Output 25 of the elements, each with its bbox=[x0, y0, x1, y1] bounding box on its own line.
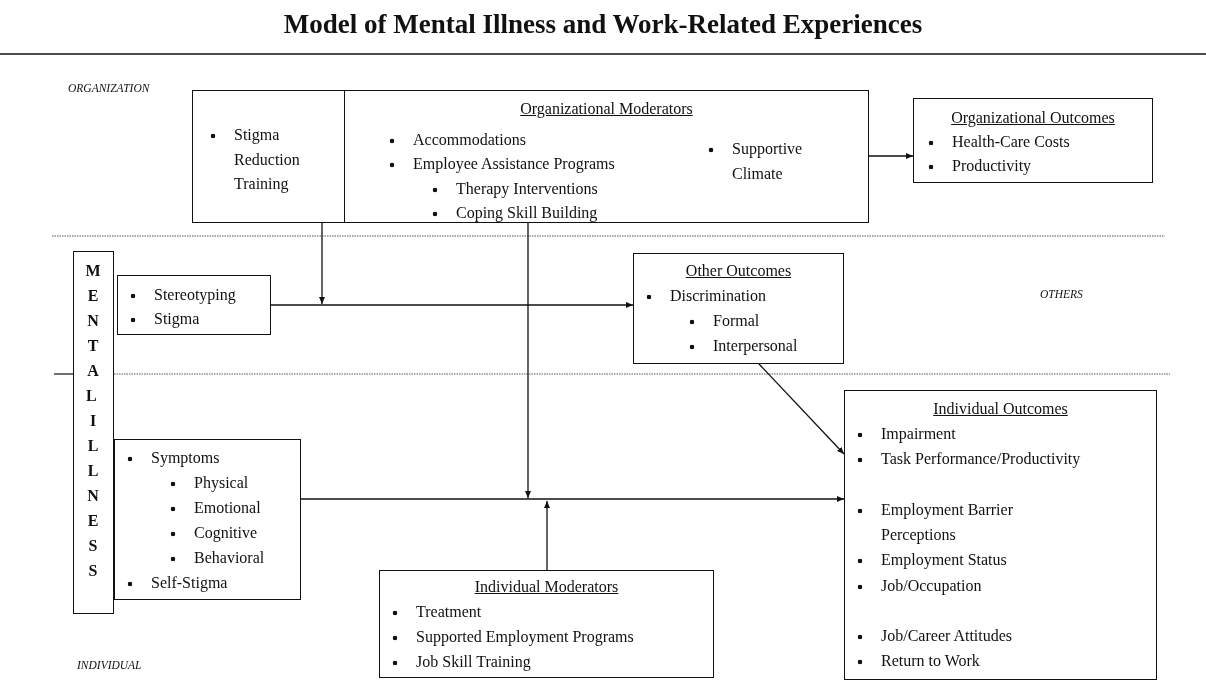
arrow bbox=[525, 221, 531, 499]
text-box bbox=[913, 98, 1153, 183]
arrow bbox=[270, 302, 634, 308]
box-heading: Other Outcomes bbox=[684, 261, 793, 281]
arrow bbox=[319, 221, 325, 305]
text-box bbox=[114, 439, 301, 600]
region-label: INDIVIDUAL bbox=[77, 659, 142, 671]
arrow bbox=[758, 363, 845, 455]
text-box bbox=[844, 390, 1157, 680]
moderator-box bbox=[192, 90, 869, 223]
text-box bbox=[73, 251, 114, 614]
box-heading: Organizational Moderators bbox=[519, 99, 694, 120]
arrow bbox=[300, 496, 845, 502]
text-box bbox=[633, 253, 844, 364]
diagram-title: Model of Mental Illness and Work-Related Experiences bbox=[282, 8, 924, 40]
box-heading: Organizational Outcomes bbox=[950, 108, 1116, 129]
arrow bbox=[868, 153, 914, 159]
box-heading: Individual Outcomes bbox=[932, 399, 1069, 419]
text-box bbox=[117, 275, 271, 335]
box-heading: Individual Moderators bbox=[473, 577, 620, 597]
region-label: ORGANIZATION bbox=[68, 82, 150, 94]
text-box bbox=[379, 570, 714, 678]
vertical-label: MENTAL ILLNESS bbox=[85, 261, 101, 581]
region-label: OTHERS bbox=[1040, 288, 1083, 300]
arrow bbox=[544, 500, 550, 571]
